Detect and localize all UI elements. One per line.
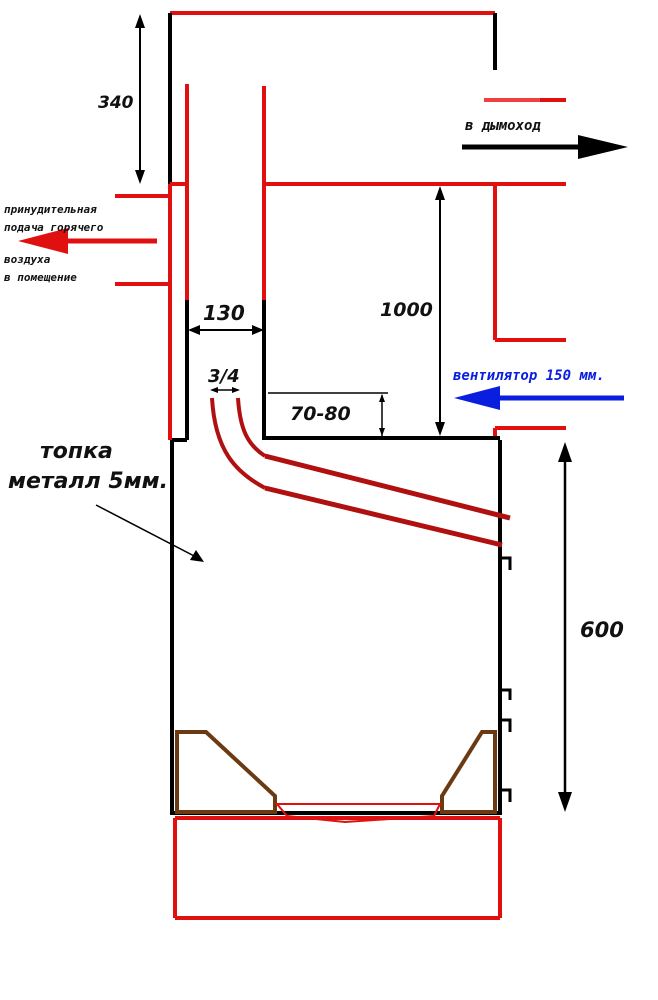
- firebox: [170, 436, 512, 815]
- dimension-340-label: 340: [98, 93, 134, 113]
- riser-pipe: [185, 84, 266, 440]
- dimension-600: 600: [558, 442, 624, 812]
- hot-air-label-line4: в помещение: [4, 271, 77, 284]
- hot-air-label-line2: подача горячего: [4, 221, 104, 234]
- left-jacket: [115, 182, 187, 440]
- chimney-box: [168, 11, 566, 184]
- firebox-label-line2: металл 5мм.: [8, 469, 168, 494]
- dimension-70-80: 70-80: [268, 392, 388, 436]
- firebox-label-line1: топка: [40, 439, 113, 464]
- hot-air-label-line3: воздуха: [4, 253, 51, 266]
- dimension-340: 340: [98, 14, 145, 184]
- dimension-1000: 1000: [380, 186, 445, 436]
- dimension-3-4: 3/4: [208, 366, 240, 393]
- air-tube: [210, 397, 511, 548]
- chimney-label: в дымоход: [465, 118, 541, 134]
- fan-inlet: вентилятор 150 мм.: [453, 368, 624, 410]
- chimney-outlet: в дымоход: [462, 118, 628, 159]
- firebox-annotation: топка металл 5мм.: [8, 439, 204, 562]
- dimension-130: 130: [188, 301, 264, 335]
- hot-air-outlet: принудительная подача горячего воздуха в…: [4, 203, 157, 284]
- arrow-right-icon: [578, 135, 628, 159]
- dimension-3-4-label: 3/4: [208, 366, 240, 387]
- dimension-600-label: 600: [580, 618, 624, 642]
- dimension-130-label: 130: [203, 301, 245, 325]
- ash-box: [173, 816, 502, 920]
- dimension-70-80-label: 70-80: [290, 403, 351, 425]
- arrow-left-icon: [18, 228, 68, 254]
- dimension-1000-label: 1000: [380, 299, 433, 321]
- arrow-left-icon: [454, 386, 500, 410]
- fan-label: вентилятор 150 мм.: [453, 368, 605, 384]
- grate: [175, 730, 497, 824]
- hot-air-label-line1: принудительная: [4, 203, 97, 216]
- right-jacket: [264, 182, 566, 440]
